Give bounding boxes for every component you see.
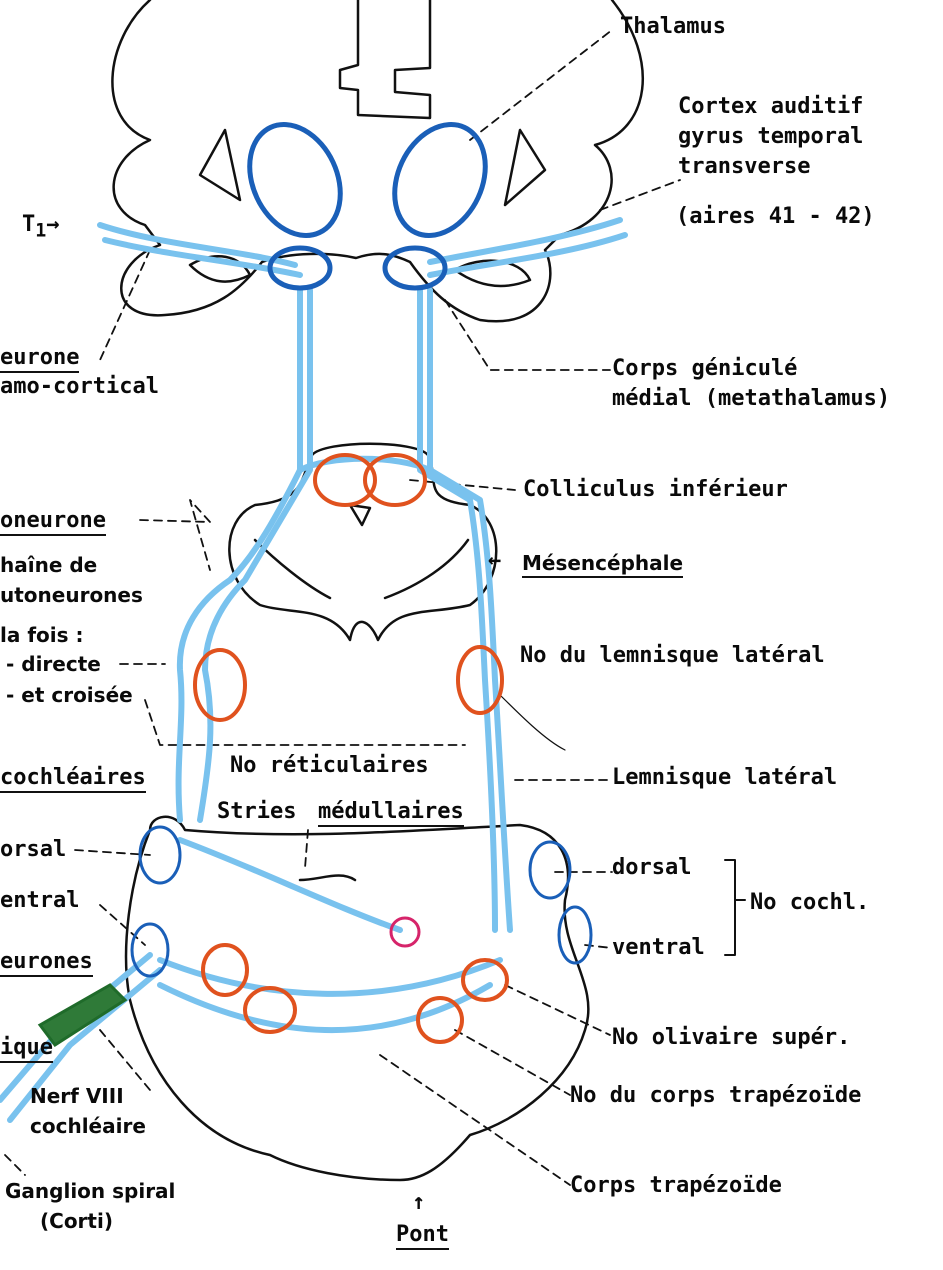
- label-pont: Pont: [396, 1222, 449, 1250]
- leader-trapezoide: [380, 1055, 570, 1185]
- leader-thalamus: [470, 30, 612, 140]
- label-ganglion-2: (Corti): [40, 1208, 113, 1234]
- label-pont-arrow: ↑: [412, 1190, 425, 1216]
- label-ventral-right: ventral: [612, 935, 705, 961]
- leader-olivaire: [505, 985, 610, 1035]
- label-geniculate-1: Corps géniculé: [612, 356, 797, 382]
- label-neurones-fragment: eurones: [0, 949, 93, 977]
- label-thalamus: Thalamus: [620, 14, 726, 40]
- pons-notch: [300, 876, 355, 880]
- label-t1: T1→: [22, 212, 60, 244]
- aqueduct: [350, 505, 370, 525]
- cochlear-nucleus-dorsal-right: [530, 842, 570, 898]
- olivary-left-1: [203, 945, 247, 995]
- label-stries-2: médullaires: [318, 799, 464, 827]
- label-nerf-2: cochléaire: [30, 1113, 146, 1139]
- stries-medullaires: [180, 840, 400, 930]
- label-cortex-3: transverse: [678, 154, 810, 180]
- midbrain-arc-right: [385, 540, 468, 598]
- trapezoid-nucleus-right: [418, 998, 462, 1042]
- no-cochl-bracket: [725, 860, 745, 955]
- leader-stries: [305, 830, 308, 868]
- label-no-cochl: No cochl.: [750, 890, 869, 916]
- ventricle-left: [200, 130, 240, 200]
- pink-spot: [391, 918, 419, 946]
- pathway-left-ascending-2: [200, 290, 310, 820]
- label-cochleaires-fragment: cochléaires: [0, 765, 146, 793]
- label-directe: - directe: [6, 651, 101, 677]
- label-ganglion-1: Ganglion spiral: [5, 1178, 175, 1204]
- label-mesencephale: Mésencéphale: [522, 550, 683, 578]
- label-ique-fragment: ique: [0, 1035, 53, 1063]
- t1-arrow: →: [46, 212, 59, 237]
- label-geniculate-2: médial (metathalamus): [612, 386, 890, 412]
- lemnisque-thin-line: [495, 690, 565, 750]
- leader-protoneurone: [140, 500, 210, 570]
- pathway-left-ascending: [179, 290, 300, 820]
- lemniscus-nucleus-left: [195, 650, 245, 720]
- t1-subscript: 1: [35, 220, 46, 241]
- label-croisee: - et croisée: [6, 682, 133, 708]
- label-nerf-1: Nerf VIII: [30, 1083, 124, 1109]
- label-trapezoide: Corps trapézoïde: [570, 1173, 782, 1199]
- label-aires: (aires 41 - 42): [676, 204, 875, 230]
- brain-midline: [340, 0, 430, 118]
- label-ventral-left: entral: [0, 888, 79, 914]
- leader-ganglion: [5, 1155, 25, 1175]
- label-olivaire: No olivaire supér.: [612, 1025, 850, 1051]
- brain-outline: [112, 0, 642, 321]
- label-reticulaires: No réticulaires: [230, 753, 429, 779]
- label-cortex-1: Cortex auditif: [678, 94, 863, 120]
- thalamus-left: [232, 110, 357, 251]
- cochlear-nucleus-ventral-left: [132, 924, 168, 976]
- leader-trapezoide-no: [455, 1030, 570, 1095]
- label-lemnisque-no: No du lemnisque latéral: [520, 643, 825, 669]
- label-dorsal-right: dorsal: [612, 855, 691, 881]
- label-dorsal-left: orsal: [0, 837, 66, 863]
- leader-geniculate: [445, 300, 610, 370]
- label-mesencephale-arrow: ←: [488, 548, 501, 574]
- thalamus-right: [377, 110, 502, 251]
- label-trapezoide-no: No du corps trapézoïde: [570, 1083, 861, 1109]
- leader-t1: [100, 250, 150, 360]
- label-chaine-2: utoneurones: [0, 582, 143, 608]
- leader-ventral-left: [100, 905, 145, 945]
- label-protoneurone-fragment: oneurone: [0, 508, 106, 536]
- label-colliculus: Colliculus inférieur: [523, 477, 788, 503]
- label-lemnisque: Lemnisque latéral: [612, 765, 837, 791]
- label-chaine-1: haîne de: [0, 552, 97, 578]
- label-thalamocortical-fragment: amo-cortical: [0, 374, 159, 400]
- label-stries-1: Stries: [217, 799, 296, 825]
- leader-croisee: [145, 700, 465, 745]
- t1-letter: T: [22, 212, 35, 237]
- label-neurone-fragment: eurone: [0, 345, 79, 373]
- label-cortex-2: gyrus temporal: [678, 124, 863, 150]
- label-fois: la fois :: [0, 622, 83, 648]
- ventricle-right: [505, 130, 545, 205]
